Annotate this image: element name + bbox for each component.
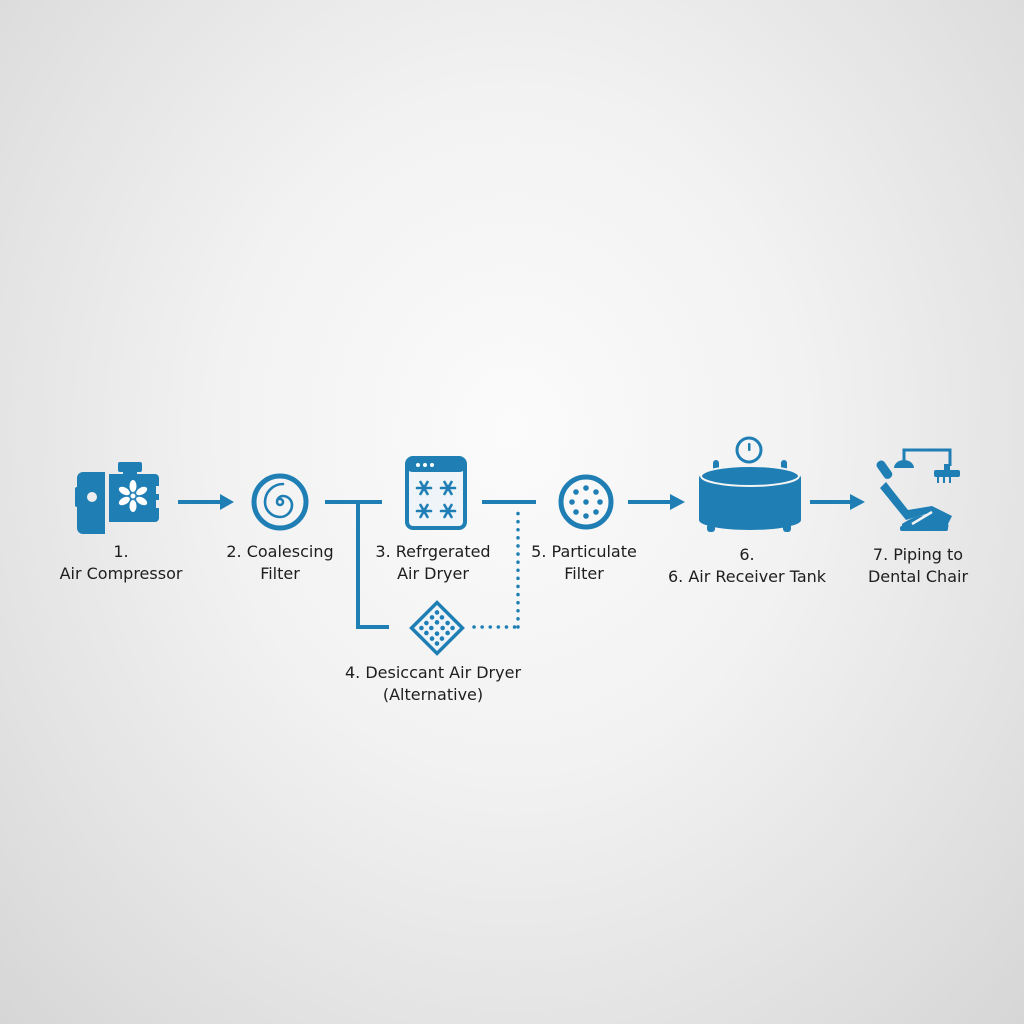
label-line-2: Filter [260,564,300,583]
label-line-1: 2. Coalescing [226,542,334,561]
label-line-1: 7. Piping to [872,545,964,564]
label-line-2: Air Compressor [59,564,183,583]
node-label-coalescing-filter: 2. Coalescing Filter [226,541,333,585]
desiccant-dryer-icon [409,600,465,656]
label-line-1: 3. Refrgerated [375,542,491,561]
node-label-dental-chair: 7. Piping to Dental Chair [868,544,968,588]
particulate-filter-icon [558,474,614,530]
label-line-2: (Alternative) [382,685,484,704]
refrigerated-dryer-icon [405,456,467,530]
label-line-2: Air Dryer [397,564,469,583]
label-line-1: 6. [739,545,755,564]
air-compressor-icon [75,462,159,534]
node-label-particulate-filter: 5. Particulate Filter [531,541,637,585]
node-label-air-receiver-tank: 6. 6. Air Receiver Tank [668,544,826,588]
dental-chair-icon [876,448,960,531]
node-label-refrigerated-dryer: 3. Refrgerated Air Dryer [375,541,490,585]
coalescing-filter-icon [251,473,309,531]
label-line-1: 5. Particulate [531,542,637,561]
air-receiver-tank-icon [699,436,801,532]
label-line-2: Dental Chair [867,567,969,586]
label-line-2: 6. Air Receiver Tank [667,567,827,586]
label-line-1: 1. [113,542,129,561]
node-label-desiccant-dryer: 4. Desiccant Air Dryer (Alternative) [345,662,521,706]
label-line-2: Filter [564,564,604,583]
node-label-air-compressor: 1. Air Compressor [60,541,183,585]
label-line-1: 4. Desiccant Air Dryer [344,663,522,682]
